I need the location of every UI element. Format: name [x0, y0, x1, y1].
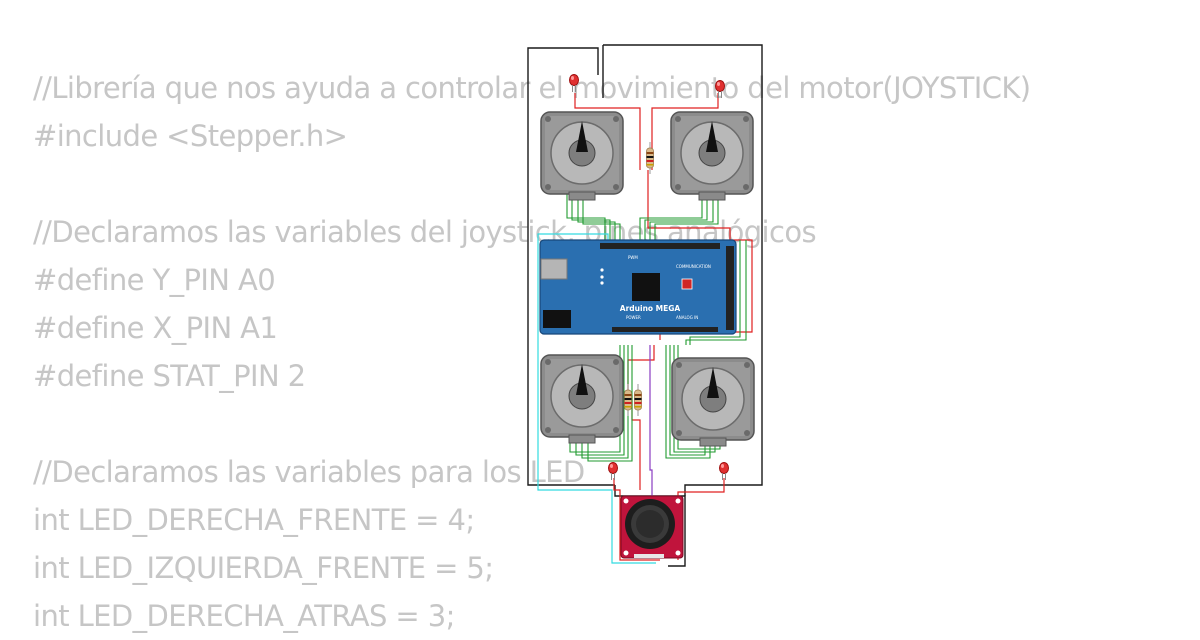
stepper-motor-icon: [670, 111, 754, 201]
board-label-communication: COMMUNICATION: [676, 264, 711, 269]
led-icon: [569, 74, 579, 93]
board-label-power: POWER: [626, 315, 641, 320]
stepper-motor-icon: [540, 111, 624, 201]
led-icon: [715, 80, 725, 99]
code-line: //Declaramos las variables para los LED: [33, 455, 585, 489]
led-icon: [719, 462, 729, 481]
code-line: #define Y_PIN A0: [33, 263, 276, 297]
joystick-icon: [620, 495, 684, 559]
resistor-icon: [624, 383, 632, 417]
code-line: #include <Stepper.h>: [33, 119, 348, 153]
code-line: int LED_DERECHA_ATRAS = 3;: [33, 599, 455, 633]
code-line: //Librería que nos ayuda a controlar el …: [33, 71, 1031, 105]
stepper-motor-icon: [671, 357, 755, 447]
resistor-icon: [634, 383, 642, 417]
stepper-motor-icon: [540, 354, 624, 444]
led-icon: [608, 462, 618, 481]
code-line: #define STAT_PIN 2: [33, 359, 306, 393]
code-line: #define X_PIN A1: [33, 311, 278, 345]
board-name: Arduino MEGA: [620, 304, 681, 313]
code-line: int LED_IZQUIERDA_FRENTE = 5;: [33, 551, 494, 585]
board-label-pwm: PWM: [628, 255, 638, 260]
board-label-analog: ANALOG IN: [676, 315, 698, 320]
code-listing: //Librería que nos ayuda a controlar el …: [33, 64, 1031, 640]
arduino-mega-board: Arduino MEGA PWM COMMUNICATION POWER ANA…: [539, 239, 737, 335]
code-line: int LED_DERECHA_FRENTE = 4;: [33, 503, 475, 537]
